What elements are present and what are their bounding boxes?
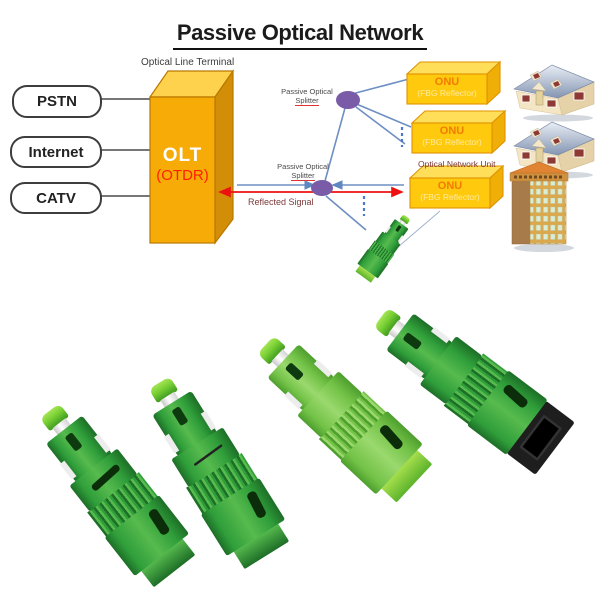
connector-slot <box>64 432 83 452</box>
onu-box-1 <box>405 60 502 106</box>
connector-slot <box>147 507 171 537</box>
connector-slot <box>245 489 268 520</box>
onu-caption: Optical Network Unit <box>418 159 496 169</box>
onu2-sublabel: (FBG Reflector) <box>422 137 482 147</box>
onu2-face-label: ONU (FBG Reflector) <box>412 126 492 147</box>
olt-label: OLT <box>162 145 203 166</box>
connector-slot <box>395 224 402 233</box>
splitter-icon-lower <box>311 180 333 196</box>
connector-slot <box>90 463 122 492</box>
internet-label: Internet <box>28 143 84 161</box>
onu1-sublabel: (FBG Reflector) <box>417 88 477 98</box>
pstn-label: PSTN <box>36 93 77 110</box>
splitter-lower-label: Passive Optical Splitter <box>276 162 330 181</box>
splitter-upper-line2: Splitter <box>295 96 319 106</box>
connector-slot <box>171 406 189 427</box>
onu3-sublabel: (FBG Reflector) <box>420 192 480 202</box>
olt-caption: Optical Line Terminal <box>141 57 235 68</box>
page-title-wrap: Passive Optical Network <box>0 20 600 50</box>
connector-tab <box>163 433 180 454</box>
fibre-links-dashed <box>362 127 404 216</box>
connector-slot <box>193 443 223 467</box>
fibre-links <box>237 78 412 231</box>
olt-box <box>148 69 235 245</box>
splitter-upper-label: Passive Optical Splitter <box>280 87 334 106</box>
onu-box-3 <box>408 164 505 210</box>
house-icon-1 <box>513 64 595 122</box>
building-icon <box>509 161 574 252</box>
onu3-face-label: ONU (FBG Reflector) <box>410 181 490 202</box>
connector-tab <box>404 361 424 378</box>
connector-tab <box>200 410 217 431</box>
connector-callout-line <box>397 210 441 248</box>
source-pill-pstn: PSTN <box>12 85 102 118</box>
onu2-label: ONU <box>439 125 465 137</box>
connector-slot <box>284 362 305 381</box>
splitter-lower-line2: Splitter <box>291 171 315 181</box>
olt-face-label: OLT (OTDR) <box>150 146 215 183</box>
reflected-signal-label: Reflected Signal <box>248 197 314 207</box>
onu3-label: ONU <box>437 180 463 192</box>
connector-tab <box>284 391 303 410</box>
splitter-icon-upper <box>336 91 360 109</box>
connector-tab <box>397 235 404 243</box>
connector-tab <box>313 359 333 378</box>
connector-tab <box>59 460 77 480</box>
otdr-label: (OTDR) <box>156 167 209 184</box>
source-pill-internet: Internet <box>10 136 102 168</box>
connector-slot <box>402 332 423 351</box>
onu-box-2 <box>410 109 507 155</box>
splitter-lower-line1: Passive Optical <box>277 162 329 171</box>
page-title: Passive Optical Network <box>172 20 428 50</box>
splitter-upper-line1: Passive Optical <box>281 87 333 96</box>
network-diagram <box>98 60 595 252</box>
catv-label: CATV <box>36 189 76 207</box>
connector-slot <box>501 383 530 410</box>
connector-tab <box>384 225 391 233</box>
onu1-face-label: ONU (FBG Reflector) <box>407 77 487 98</box>
connector-tab <box>430 326 451 344</box>
source-pill-catv: CATV <box>10 182 102 214</box>
connector-tab <box>94 433 111 453</box>
source-links <box>98 98 150 197</box>
onu1-label: ONU <box>434 76 460 88</box>
connector-slot <box>378 423 405 451</box>
